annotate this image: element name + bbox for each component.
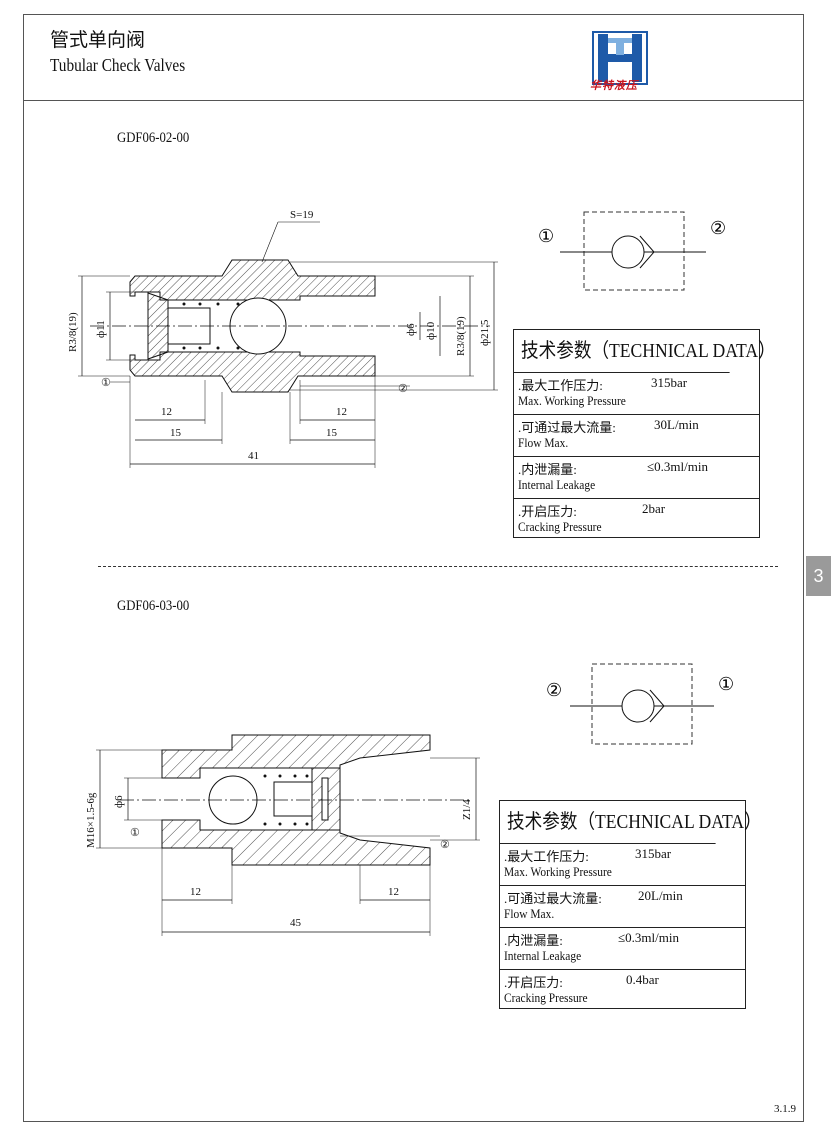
row-value: 315bar: [635, 846, 672, 861]
dim-12-right-2: 12: [388, 886, 399, 898]
company-logo: [592, 31, 648, 85]
model-number-1: GDF06-02-00: [117, 130, 190, 146]
tech-title-1: 技术参数（TECHNICAL DATA）: [514, 330, 776, 373]
row-label-cn: .最大工作压力:: [504, 849, 589, 864]
dim-phi21-5: ф21.5: [479, 319, 491, 346]
tech-row: .内泄漏量: ≤0.3ml/min Internal Leakage: [500, 928, 745, 970]
port-1-label-2: ①: [130, 827, 140, 839]
row-label-en: Flow Max.: [518, 435, 569, 450]
port-2-label: ②: [398, 383, 408, 395]
port-2-label-2: ②: [440, 839, 450, 851]
tech-row: .内泄漏量: ≤0.3ml/min Internal Leakage: [514, 457, 759, 499]
dim-m16: M16×1.5-6g: [85, 792, 97, 848]
dim-12-left-2: 12: [190, 886, 201, 898]
dim-15-right: 15: [326, 427, 338, 439]
dim-s19: S=19: [290, 209, 314, 221]
row-label-cn: .最大工作压力:: [518, 378, 603, 393]
header-divider: [23, 100, 804, 101]
row-label-en: Flow Max.: [504, 906, 555, 921]
row-label-cn: .内泄漏量:: [504, 933, 563, 948]
dim-12-right: 12: [336, 406, 347, 418]
tech-row: .最大工作压力: 315bar Max. Working Pressure: [500, 844, 745, 886]
symbol-port-left-1: ①: [538, 226, 554, 246]
tech-title-2: 技术参数（TECHNICAL DATA）: [500, 801, 762, 844]
row-label-en: Internal Leakage: [518, 477, 596, 492]
row-label-en: Cracking Pressure: [518, 519, 602, 534]
row-label-en: Max. Working Pressure: [504, 864, 612, 879]
row-label-cn: .可通过最大流量:: [504, 891, 602, 906]
tech-row: .可通过最大流量: 30L/min Flow Max.: [514, 415, 759, 457]
row-value: 2bar: [642, 501, 666, 516]
tech-data-table-2: 技术参数（TECHNICAL DATA） .最大工作压力: 315bar Max…: [499, 800, 762, 1011]
logo-text: 华特液压: [590, 79, 638, 92]
row-label-en: Cracking Pressure: [504, 990, 588, 1005]
tech-row: .开启压力: 0.4bar Cracking Pressure: [500, 970, 745, 1011]
dim-phi11: ф11: [95, 320, 107, 338]
symbol-port-left-2: ②: [546, 680, 562, 700]
row-label-en: Internal Leakage: [504, 948, 582, 963]
dim-phi10: ф10: [425, 321, 437, 340]
title-chinese: 管式单向阀: [50, 30, 146, 51]
dim-phi6: ф6: [405, 323, 417, 336]
row-label-cn: .可通过最大流量:: [518, 420, 616, 435]
tech-data-table-1: 技术参数（TECHNICAL DATA） .最大工作压力: 315bar Max…: [513, 329, 776, 540]
port-1-label: ①: [101, 377, 111, 389]
tech-row: .最大工作压力: 315bar Max. Working Pressure: [514, 373, 759, 415]
row-value: 315bar: [651, 375, 688, 390]
row-value: 20L/min: [638, 888, 683, 903]
section-divider: [98, 566, 778, 567]
page-number: 3.1.9: [774, 1103, 796, 1115]
check-symbol-box-2: [591, 663, 693, 745]
title-english: Tubular Check Valves: [50, 55, 186, 75]
row-value: ≤0.3ml/min: [647, 459, 708, 474]
model-number-2: GDF06-03-00: [117, 598, 190, 614]
chapter-tab[interactable]: 3: [806, 556, 831, 596]
row-label-cn: .内泄漏量:: [518, 462, 577, 477]
symbol-port-right-1: ②: [710, 218, 726, 238]
dim-r38-right: R3/8(19): [455, 316, 467, 356]
tech-row: .可通过最大流量: 20L/min Flow Max.: [500, 886, 745, 928]
dim-15-left: 15: [170, 427, 182, 439]
row-label-cn: .开启压力:: [518, 504, 577, 519]
dim-41: 41: [248, 450, 259, 462]
dim-12-left: 12: [161, 406, 172, 418]
check-symbol-box-1: [583, 211, 685, 291]
dim-45: 45: [290, 917, 302, 929]
tech-row: .开启压力: 2bar Cracking Pressure: [514, 499, 759, 540]
page-frame: [23, 14, 804, 1122]
row-label-en: Max. Working Pressure: [518, 393, 626, 408]
row-value: 0.4bar: [626, 972, 659, 987]
row-value: 30L/min: [654, 417, 699, 432]
row-value: ≤0.3ml/min: [618, 930, 679, 945]
symbol-port-right-2: ①: [718, 674, 734, 694]
row-label-cn: .开启压力:: [504, 975, 563, 990]
dim-phi6-2: ф6: [113, 795, 125, 808]
dim-r38-left: R3/8(19): [67, 312, 79, 352]
dim-z14: Z1/4: [461, 799, 473, 820]
